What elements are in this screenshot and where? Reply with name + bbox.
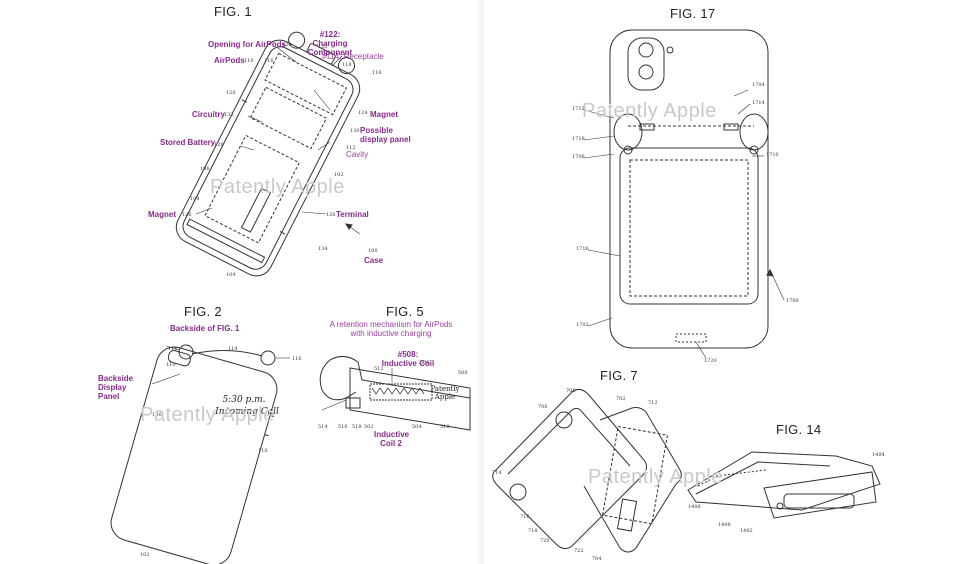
fig17-title: FIG. 17 <box>670 6 716 21</box>
callout-receptacle: #114: Receptacle <box>322 52 384 61</box>
callout-case: Case <box>364 256 384 265</box>
ref: 504 <box>412 424 422 430</box>
ref: 102 <box>334 172 344 178</box>
ref: 126 <box>326 212 336 218</box>
screen-incoming-call: Incoming Call <box>215 407 279 417</box>
ref: 518 <box>352 424 362 430</box>
watermark: Patently Apple <box>140 404 275 426</box>
ref: 112 <box>346 145 356 151</box>
ref: 136 <box>152 412 162 418</box>
callout-stored-battery: Stored Battery <box>160 138 216 147</box>
ref: 1714 <box>752 100 765 106</box>
ref: 118 <box>342 62 352 68</box>
ref: 502 <box>364 424 374 430</box>
fig14-title: FIG. 14 <box>776 422 822 437</box>
callout-inductive-coil: #508: Inductive Coil <box>381 350 435 369</box>
ref: 508 <box>458 370 468 376</box>
fig2-title: FIG. 2 <box>184 304 222 319</box>
callout-circuitry: Circuitry <box>192 110 225 119</box>
ref: 702 <box>616 396 626 402</box>
ref: 118 <box>258 448 268 454</box>
ref: 104 <box>226 272 236 278</box>
ref: 706 <box>538 404 548 410</box>
watermark: Patently Apple <box>582 100 717 122</box>
ref: 512 <box>374 366 384 372</box>
ref: 1716 <box>576 246 589 252</box>
ref: 714 <box>492 470 502 476</box>
callout-possible-display: Possible display panel <box>360 126 411 145</box>
fig7-title: FIG. 7 <box>600 368 638 383</box>
callout-airpods: AirPods <box>214 56 245 65</box>
ref: 114 <box>228 346 238 352</box>
ref: 130 <box>350 128 360 134</box>
ref: 128 <box>214 142 224 148</box>
ref: 110 <box>244 58 254 64</box>
fig17-fig7-fig14-drawing <box>492 29 881 553</box>
ref: 704 <box>592 556 602 562</box>
ref: 120 <box>282 42 292 48</box>
ref: 122 <box>318 44 328 50</box>
ref: 116 <box>292 356 302 362</box>
ref: 514 <box>318 424 328 430</box>
ref: 712 <box>648 400 658 406</box>
callout-inductive-coil-2: Inductive Coil 2 <box>374 430 410 449</box>
right-panel: FIG. 17 <box>484 0 980 564</box>
ref: 720 <box>540 538 550 544</box>
ref: 1700 <box>786 298 799 304</box>
ref: 124 <box>358 110 368 116</box>
ref: 1708 <box>572 154 585 160</box>
fig1-title: FIG. 1 <box>214 4 252 19</box>
ref: 1702 <box>576 322 589 328</box>
ref: 108 <box>190 196 200 202</box>
ref: 1712 <box>572 106 585 112</box>
ref: 106 <box>200 166 210 172</box>
left-panel: FIG. 1 <box>0 0 478 564</box>
watermark: Patently Apple <box>588 466 723 488</box>
ref: 1720 <box>704 358 717 364</box>
fig2-subtitle: Backside of FIG. 1 <box>170 324 240 333</box>
ref: 116 <box>168 346 178 352</box>
ref: 708 <box>566 388 576 394</box>
ref: 722 <box>574 548 584 554</box>
callout-cavity: Cavity <box>346 150 369 159</box>
ref: 134 <box>318 246 328 252</box>
ref: 1710 <box>766 152 779 158</box>
callout-backside-display: Backside Display Panel <box>98 374 134 402</box>
ref: 100 <box>368 248 378 254</box>
ref: 718 <box>528 528 538 534</box>
ref: 510 <box>440 424 450 430</box>
fig1-drawing <box>110 31 471 564</box>
callout-magnet-left: Magnet <box>148 210 176 219</box>
ref: 110 <box>166 362 176 368</box>
ref: 1406 <box>688 504 701 510</box>
ref: 1704 <box>752 82 765 88</box>
callout-magnet-right: Magnet <box>370 110 398 119</box>
fig5-subtitle: A retention mechanism for AirPods with i… <box>329 320 453 339</box>
callout-opening: Opening for AirPods <box>208 40 286 49</box>
callout-charging: #122: Charging Component <box>307 30 353 58</box>
screen-time: 5:30 p.m. <box>222 395 266 405</box>
fig5-watermark-text: Patently Apple <box>430 385 460 401</box>
ref: 1718 <box>572 136 585 142</box>
ref: 126 <box>182 212 192 218</box>
watermark: Patently Apple <box>210 176 345 198</box>
ref: 1402 <box>740 528 753 534</box>
ref: 102 <box>140 552 150 558</box>
ref: 716 <box>520 514 530 520</box>
ref: 1408 <box>718 522 731 528</box>
ref: 132 <box>224 112 234 118</box>
ref: 1404 <box>872 452 885 458</box>
ref: 120 <box>226 90 236 96</box>
ref: 116 <box>372 70 382 76</box>
ref: 506 <box>420 360 430 366</box>
fig5-title: FIG. 5 <box>386 304 424 319</box>
ref: 116 <box>264 58 274 64</box>
ref: 516 <box>338 424 348 430</box>
callout-terminal: Terminal <box>336 210 369 219</box>
